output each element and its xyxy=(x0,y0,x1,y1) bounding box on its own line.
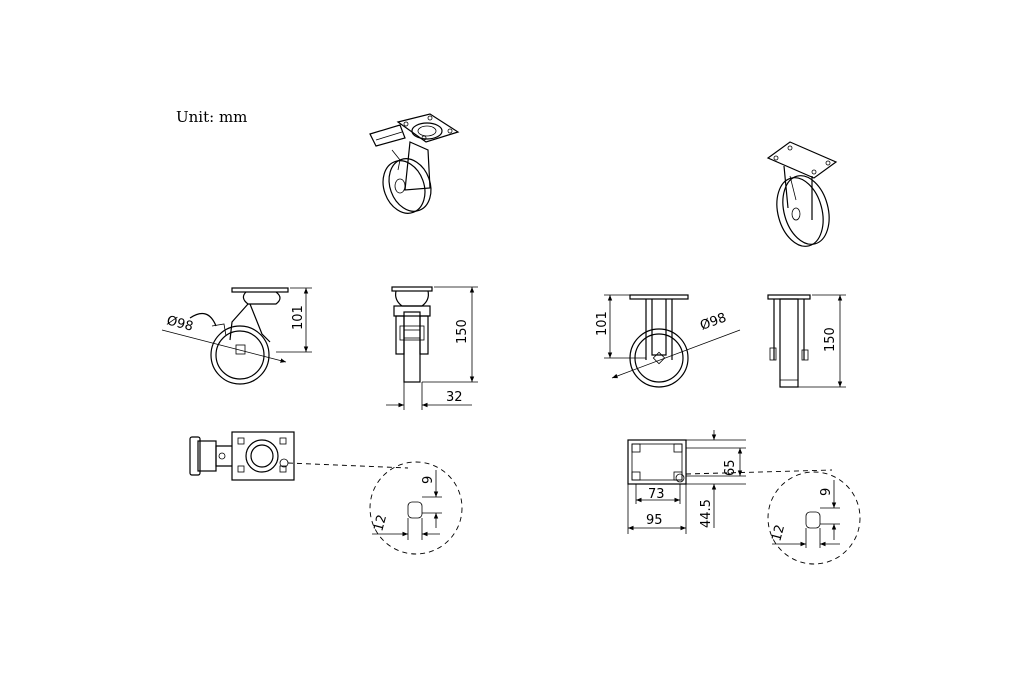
swivel-side-view xyxy=(161,287,312,385)
rigid-detail-height-label: 9 xyxy=(819,488,834,496)
rigid-side-view xyxy=(604,294,741,388)
swivel-front-width-label: 32 xyxy=(446,390,463,405)
rigid-front-height-label: 150 xyxy=(823,327,838,352)
rigid-top-view xyxy=(627,430,861,565)
rigid-top-hole-depth-label: 65 xyxy=(723,459,738,476)
swivel-front-view xyxy=(386,286,478,410)
swivel-side-height-label: 101 xyxy=(291,305,306,330)
rigid-caster-isometric xyxy=(766,141,838,247)
unit-label: Unit: mm xyxy=(176,108,248,126)
rigid-top-plate-width-label: 95 xyxy=(646,513,663,528)
swivel-front-height-label: 150 xyxy=(455,319,470,344)
swivel-caster-isometric xyxy=(369,113,460,214)
swivel-detail-width-label: 12 xyxy=(371,513,390,533)
rigid-top-plate-depth-label: 44.5 xyxy=(699,499,714,528)
swivel-side-diameter-label: Ø98 xyxy=(165,313,195,334)
rigid-side-height-label: 101 xyxy=(595,311,610,336)
rigid-side-diameter-label: Ø98 xyxy=(698,311,728,334)
rigid-top-hole-width-label: 73 xyxy=(648,487,665,502)
swivel-top-view xyxy=(189,431,463,555)
rigid-front-view xyxy=(767,294,846,388)
rigid-detail-width-label: 12 xyxy=(769,523,788,543)
swivel-detail-height-label: 9 xyxy=(421,476,436,484)
